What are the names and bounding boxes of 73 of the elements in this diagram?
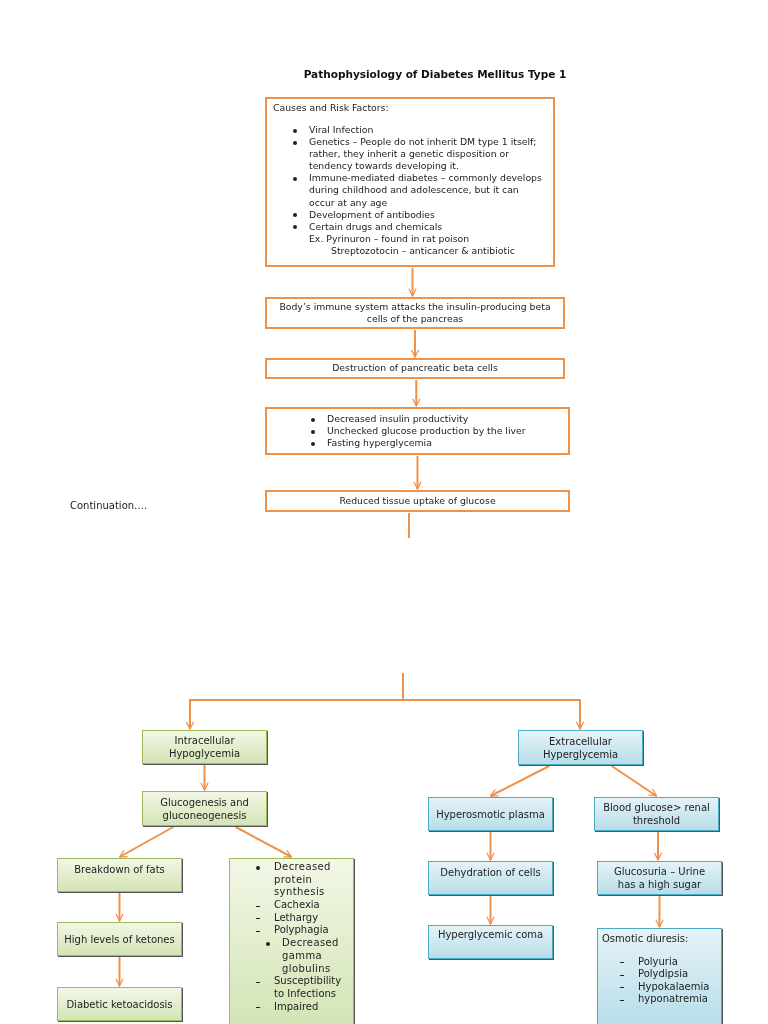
arrow (410, 329, 420, 358)
list-item: Unchecked glucose production by the liver (273, 424, 562, 438)
arrow (486, 831, 495, 861)
box-text: Glucogenesis and gluconeogenesis (159, 795, 250, 822)
list-item: Certain drugs and chemicals (273, 220, 547, 233)
arrow (200, 764, 209, 791)
arrow (489, 765, 551, 797)
box-text: Causes and Risk Factors: (273, 102, 390, 115)
process-box (428, 861, 553, 895)
arrow (234, 826, 293, 858)
diagram-title: Pathophysiology of Diabetes Mellitus Type 1 (302, 68, 568, 80)
process-box (265, 407, 570, 455)
list-item: Decreased protein synthesis (234, 861, 349, 900)
arrow (412, 379, 421, 407)
arrow (653, 831, 663, 861)
box-text: Extracellular Hyperglycemia (541, 734, 620, 761)
box-text: Blood glucose> renal threshold (602, 801, 711, 827)
box-text: Destruction of pancreatic beta cells (331, 362, 499, 375)
list-item: Hypokalaemia (602, 980, 717, 993)
arrow (413, 455, 422, 490)
list-item: Impaired (234, 1000, 349, 1014)
arrow (115, 956, 124, 987)
list-item: Decreased gamma globulins (234, 937, 349, 976)
process-box (265, 297, 565, 329)
process-box (229, 858, 354, 1024)
arrow (486, 895, 495, 925)
list-item: Susceptibility to Infections (234, 975, 349, 1001)
arrow (118, 826, 175, 858)
list-item: Polydipsia (602, 968, 717, 981)
box-text: Reduced tissue uptake of glucose (338, 494, 497, 508)
list-item: Polyphagia (234, 924, 349, 938)
box-text: Breakdown of fats (73, 863, 166, 876)
process-box (142, 791, 267, 826)
arrow (655, 895, 664, 928)
process-box (265, 490, 570, 512)
box-text: Diabetic ketoacidosis (65, 997, 174, 1011)
box-text: Hyperosmotic plasma (435, 807, 546, 821)
box-text: Ex. Pyrinuron – found in rat poison (308, 232, 471, 245)
box-text: Intracellular Hypoglycemia (167, 734, 242, 760)
process-box (428, 797, 553, 831)
list-item: Polyuria (602, 955, 717, 968)
arrow (115, 892, 124, 922)
box-text: High levels of ketones (64, 932, 175, 946)
list-item: Immune-mediated diabetes – commonly develops during childhood and adolescence, but it can occur at any age (273, 172, 547, 209)
process-box (57, 858, 182, 892)
process-box (594, 797, 719, 831)
arrow (610, 765, 658, 797)
list-item: Genetics – People do not inherit DM type 1 itself; rather, they inherit a genetic disposition or tendency towards developing it. (273, 136, 547, 173)
box-text: Dehydration of cells (439, 866, 542, 879)
arrow (408, 267, 417, 297)
note-text: Continuation…. (70, 500, 148, 511)
process-box (597, 861, 722, 895)
process-box (57, 922, 182, 956)
list-item: Viral Infection (273, 124, 547, 137)
box-text: Streptozotocin – anticancer & antibiotic (330, 244, 516, 257)
process-box (597, 928, 722, 1024)
box-text: Body’s immune system attacks the insulin-producing beta cells of the pancreas (278, 300, 552, 326)
box-text: Hyperglycemic coma (436, 928, 545, 941)
list-item: Lethargy (234, 911, 349, 925)
list-item: Development of antibodies (273, 208, 547, 221)
list-item: Fasting hyperglycemia (273, 437, 562, 450)
process-box (265, 358, 565, 379)
process-box (142, 730, 267, 764)
box-text: Osmotic diuresis: (602, 933, 690, 946)
box-text: Glucosuria – Urine has a high sugar (612, 865, 707, 891)
list-item: Decreased insulin productivity (273, 412, 562, 425)
process-box (265, 97, 555, 267)
arrow (402, 672, 585, 730)
process-box (428, 925, 553, 959)
process-box (57, 987, 182, 1021)
list-item: Cachexia (234, 899, 349, 912)
process-box (518, 730, 643, 765)
list-item: hyponatremia (602, 993, 717, 1006)
